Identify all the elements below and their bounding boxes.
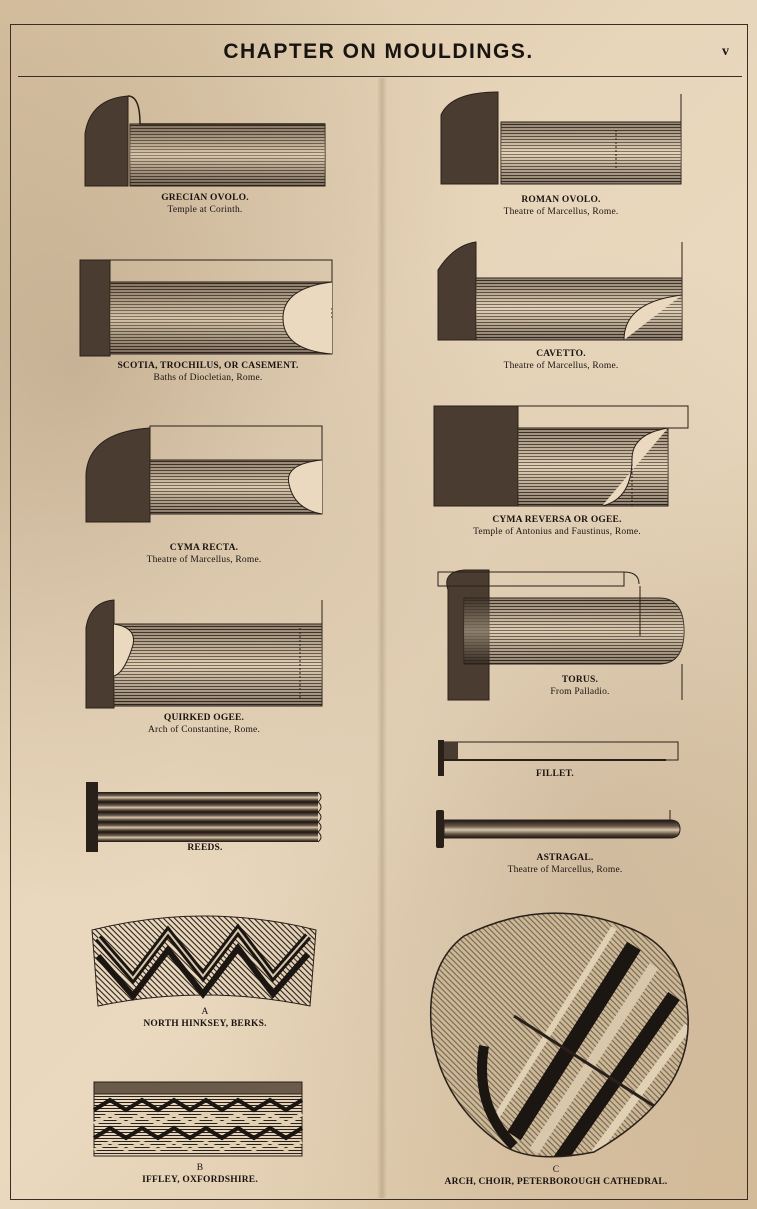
- caption-fig-c: C ARCH, CHOIR, PETERBOROUGH CATHEDRAL.: [420, 1164, 692, 1188]
- caption-location: Theatre of Marcellus, Rome.: [507, 865, 623, 875]
- caption-letter: A: [201, 1007, 209, 1017]
- caption-name: CAVETTO.: [536, 349, 586, 359]
- quirked-ogee-drawing: [85, 599, 323, 709]
- caption-location: Baths of Diocletian, Rome.: [153, 373, 263, 383]
- caption-letter: C: [552, 1165, 560, 1175]
- arch-moulding-drawing: [429, 912, 689, 1158]
- cyma-recta-drawing: [85, 425, 323, 523]
- caption-location: Theatre of Marcellus, Rome.: [503, 361, 619, 371]
- caption-name: GRECIAN OVOLO.: [161, 193, 249, 203]
- caption-cavetto: CAVETTO. Theatre of Marcellus, Rome.: [434, 348, 688, 372]
- caption-letter: B: [196, 1163, 204, 1173]
- caption-reeds: REEDS.: [150, 842, 260, 854]
- caption-name: TORUS.: [561, 675, 599, 685]
- torus-drawing: [437, 569, 685, 701]
- figure-quirked-ogee: [84, 598, 326, 710]
- cyma-reversa-drawing: [433, 405, 689, 507]
- figure-a-chevron-arch: [88, 908, 320, 1008]
- figure-cyma-reversa: [432, 404, 692, 510]
- figure-scotia: [78, 258, 338, 358]
- caption-fig-b: B IFFLEY, OXFORDSHIRE.: [100, 1162, 300, 1186]
- caption-roman-ovolo: ROMAN OVOLO. Theatre of Marcellus, Rome.: [436, 194, 686, 218]
- caption-name: FILLET.: [536, 769, 574, 779]
- caption-name: ASTRAGAL.: [536, 853, 594, 863]
- caption-fillet: FILLET.: [500, 768, 610, 780]
- figure-grecian-ovolo: [80, 94, 330, 190]
- figure-reeds: [84, 780, 324, 854]
- caption-name: CYMA REVERSA OR OGEE.: [492, 515, 622, 525]
- page-title: CHAPTER ON MOULDINGS.: [223, 40, 534, 63]
- fillet-drawing: [438, 740, 679, 776]
- header-rule: [18, 76, 742, 77]
- grecian-ovolo-drawing: [84, 95, 326, 187]
- caption-location: Temple of Antonius and Faustinus, Rome.: [473, 527, 641, 537]
- figure-c-arch-moulding: [424, 906, 692, 1166]
- caption-location: Temple at Corinth.: [167, 205, 243, 215]
- figure-astragal: [434, 808, 684, 850]
- caption-cyma-reversa: CYMA REVERSA OR OGEE. Temple of Antonius…: [432, 514, 682, 538]
- figure-cavetto: [434, 240, 688, 344]
- caption-name: NORTH HINKSEY, BERKS.: [143, 1019, 267, 1029]
- reeds-drawing: [86, 782, 322, 852]
- caption-torus: TORUS. From Palladio.: [520, 674, 640, 698]
- caption-scotia: SCOTIA, TROCHILUS, OR CASEMENT. Baths of…: [72, 360, 344, 384]
- caption-name: ARCH, CHOIR, PETERBOROUGH CATHEDRAL.: [444, 1177, 668, 1187]
- caption-cyma-recta: CYMA RECTA. Theatre of Marcellus, Rome.: [84, 542, 324, 566]
- zigzag-band-drawing: [92, 1081, 304, 1157]
- caption-name: REEDS.: [187, 843, 223, 853]
- page-number: v: [722, 44, 729, 59]
- caption-grecian-ovolo: GRECIAN OVOLO. Temple at Corinth.: [80, 192, 330, 216]
- page-gutter: [377, 78, 387, 1198]
- figure-fillet: [436, 738, 682, 778]
- figure-cyma-recta: [84, 424, 326, 524]
- caption-name: QUIRKED OGEE.: [163, 713, 245, 723]
- cavetto-drawing: [437, 241, 683, 341]
- caption-name: CYMA RECTA.: [169, 543, 239, 553]
- caption-name: IFFLEY, OXFORDSHIRE.: [142, 1175, 258, 1185]
- caption-location: Arch of Constantine, Rome.: [147, 725, 261, 735]
- scotia-drawing: [79, 259, 333, 357]
- chevron-arch-drawing: [91, 915, 317, 1007]
- caption-quirked-ogee: QUIRKED OGEE. Arch of Constantine, Rome.: [84, 712, 324, 736]
- caption-location: From Palladio.: [550, 687, 610, 697]
- caption-astragal: ASTRAGAL. Theatre of Marcellus, Rome.: [460, 852, 670, 876]
- figure-roman-ovolo: [436, 90, 686, 188]
- caption-name: ROMAN OVOLO.: [521, 195, 601, 205]
- astragal-drawing: [436, 810, 681, 848]
- caption-location: Theatre of Marcellus, Rome.: [146, 555, 262, 565]
- roman-ovolo-drawing: [440, 91, 682, 185]
- figure-torus: [434, 566, 688, 702]
- page-border: [10, 24, 748, 1200]
- caption-name: SCOTIA, TROCHILUS, OR CASEMENT.: [117, 361, 299, 371]
- figure-b-zigzag-band: [92, 1080, 304, 1158]
- caption-location: Theatre of Marcellus, Rome.: [503, 207, 619, 217]
- caption-fig-a: A NORTH HINKSEY, BERKS.: [100, 1006, 310, 1030]
